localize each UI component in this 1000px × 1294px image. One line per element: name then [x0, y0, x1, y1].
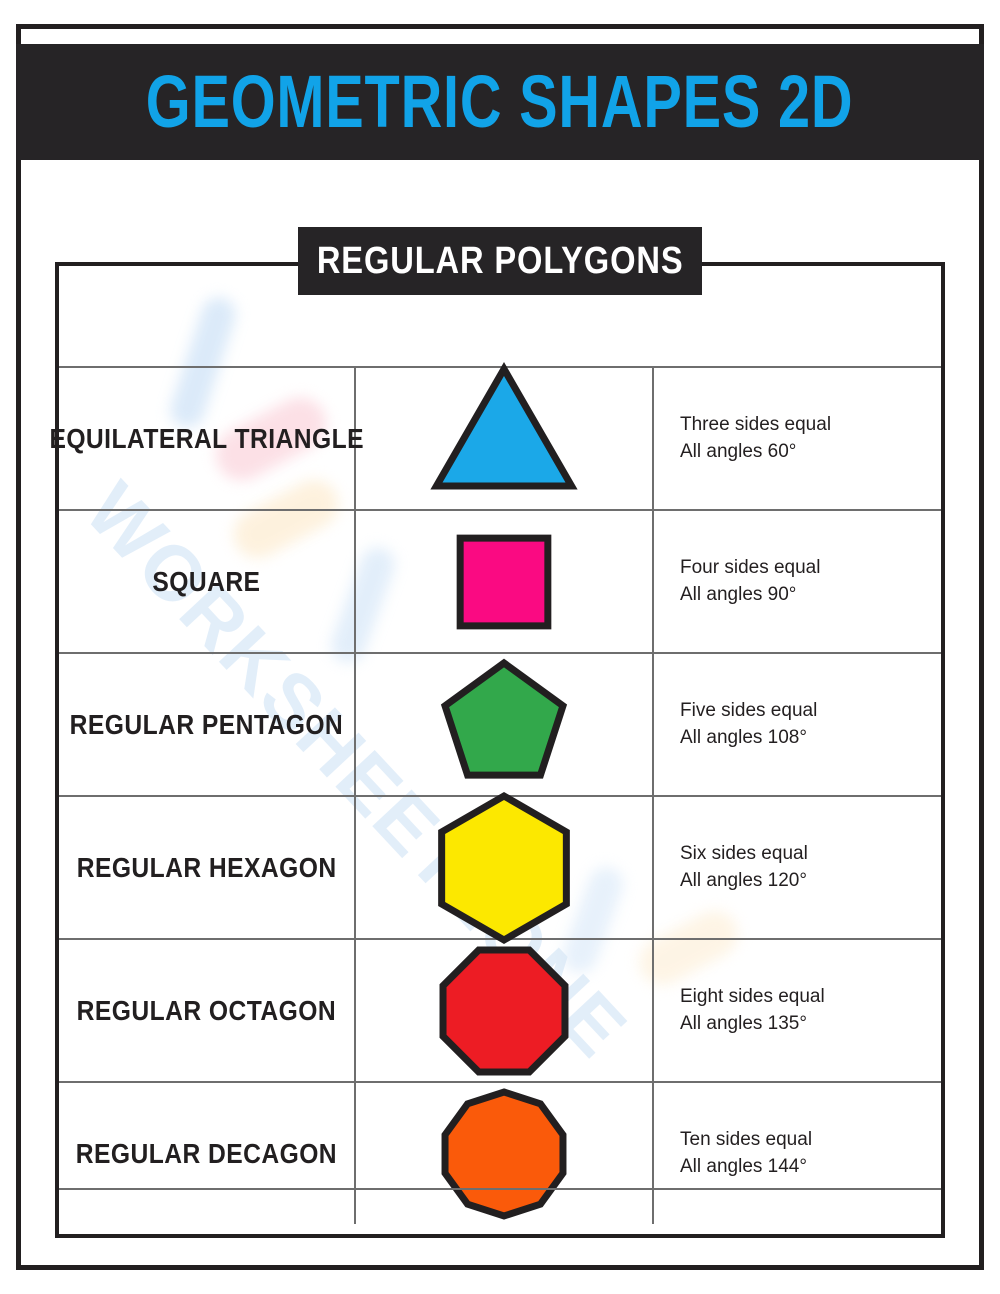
description-angles: All angles 108°: [680, 726, 807, 748]
page-title: GEOMETRIC SHAPES 2D: [146, 60, 854, 143]
shape-name-label: REGULAR OCTAGON: [76, 994, 337, 1026]
octagon-shape: [439, 946, 569, 1075]
shape-name-cell: REGULAR HEXAGON: [59, 797, 354, 938]
shape-name-cell: REGULAR PENTAGON: [59, 654, 354, 795]
description-angles: All angles 135°: [680, 1012, 807, 1034]
hexagon-shape: [438, 791, 570, 944]
shape-name-label: REGULAR HEXAGON: [76, 851, 337, 883]
shape-name-label: REGULAR DECAGON: [75, 1137, 338, 1169]
shape-name-label: SQUARE: [152, 565, 261, 597]
shape-name-label: REGULAR PENTAGON: [69, 708, 344, 740]
shape-name-cell: SQUARE: [59, 511, 354, 652]
shape-name-cell: REGULAR OCTAGON: [59, 940, 354, 1081]
square-shape: [456, 534, 552, 629]
description-sides: Eight sides equal: [680, 985, 825, 1007]
section-heading-badge: REGULAR POLYGONS: [298, 227, 702, 295]
shape-figure-cell: [354, 791, 654, 944]
section-heading-label: REGULAR POLYGONS: [316, 239, 684, 282]
pentagon-shape: [440, 658, 568, 779]
shape-figure-cell: [354, 511, 654, 652]
description-sides: Three sides equal: [680, 413, 832, 435]
shape-figure-cell: [354, 361, 654, 509]
description-angles: All angles 144°: [680, 1155, 807, 1177]
triangle-shape: [430, 361, 578, 489]
shape-figure-cell: [354, 654, 654, 795]
shape-figure-cell: [354, 940, 654, 1081]
title-banner: GEOMETRIC SHAPES 2D: [16, 44, 984, 160]
shape-name-label: EQUILATERAL TRIANGLE: [49, 422, 364, 454]
description-sides: Ten sides equal: [680, 1128, 813, 1150]
table-footer-divider: [59, 1188, 941, 1190]
shape-name-cell: REGULAR DECAGON: [59, 1083, 354, 1224]
description-sides: Six sides equal: [680, 842, 808, 864]
description-angles: All angles 90°: [680, 583, 797, 605]
shape-figure-cell: [354, 1083, 654, 1224]
shape-name-cell: EQUILATERAL TRIANGLE: [49, 368, 363, 509]
description-angles: All angles 60°: [680, 440, 797, 462]
description-angles: All angles 120°: [680, 869, 807, 891]
description-sides: Four sides equal: [680, 556, 821, 578]
description-sides: Five sides equal: [680, 699, 818, 721]
decagon-shape: [441, 1087, 567, 1220]
